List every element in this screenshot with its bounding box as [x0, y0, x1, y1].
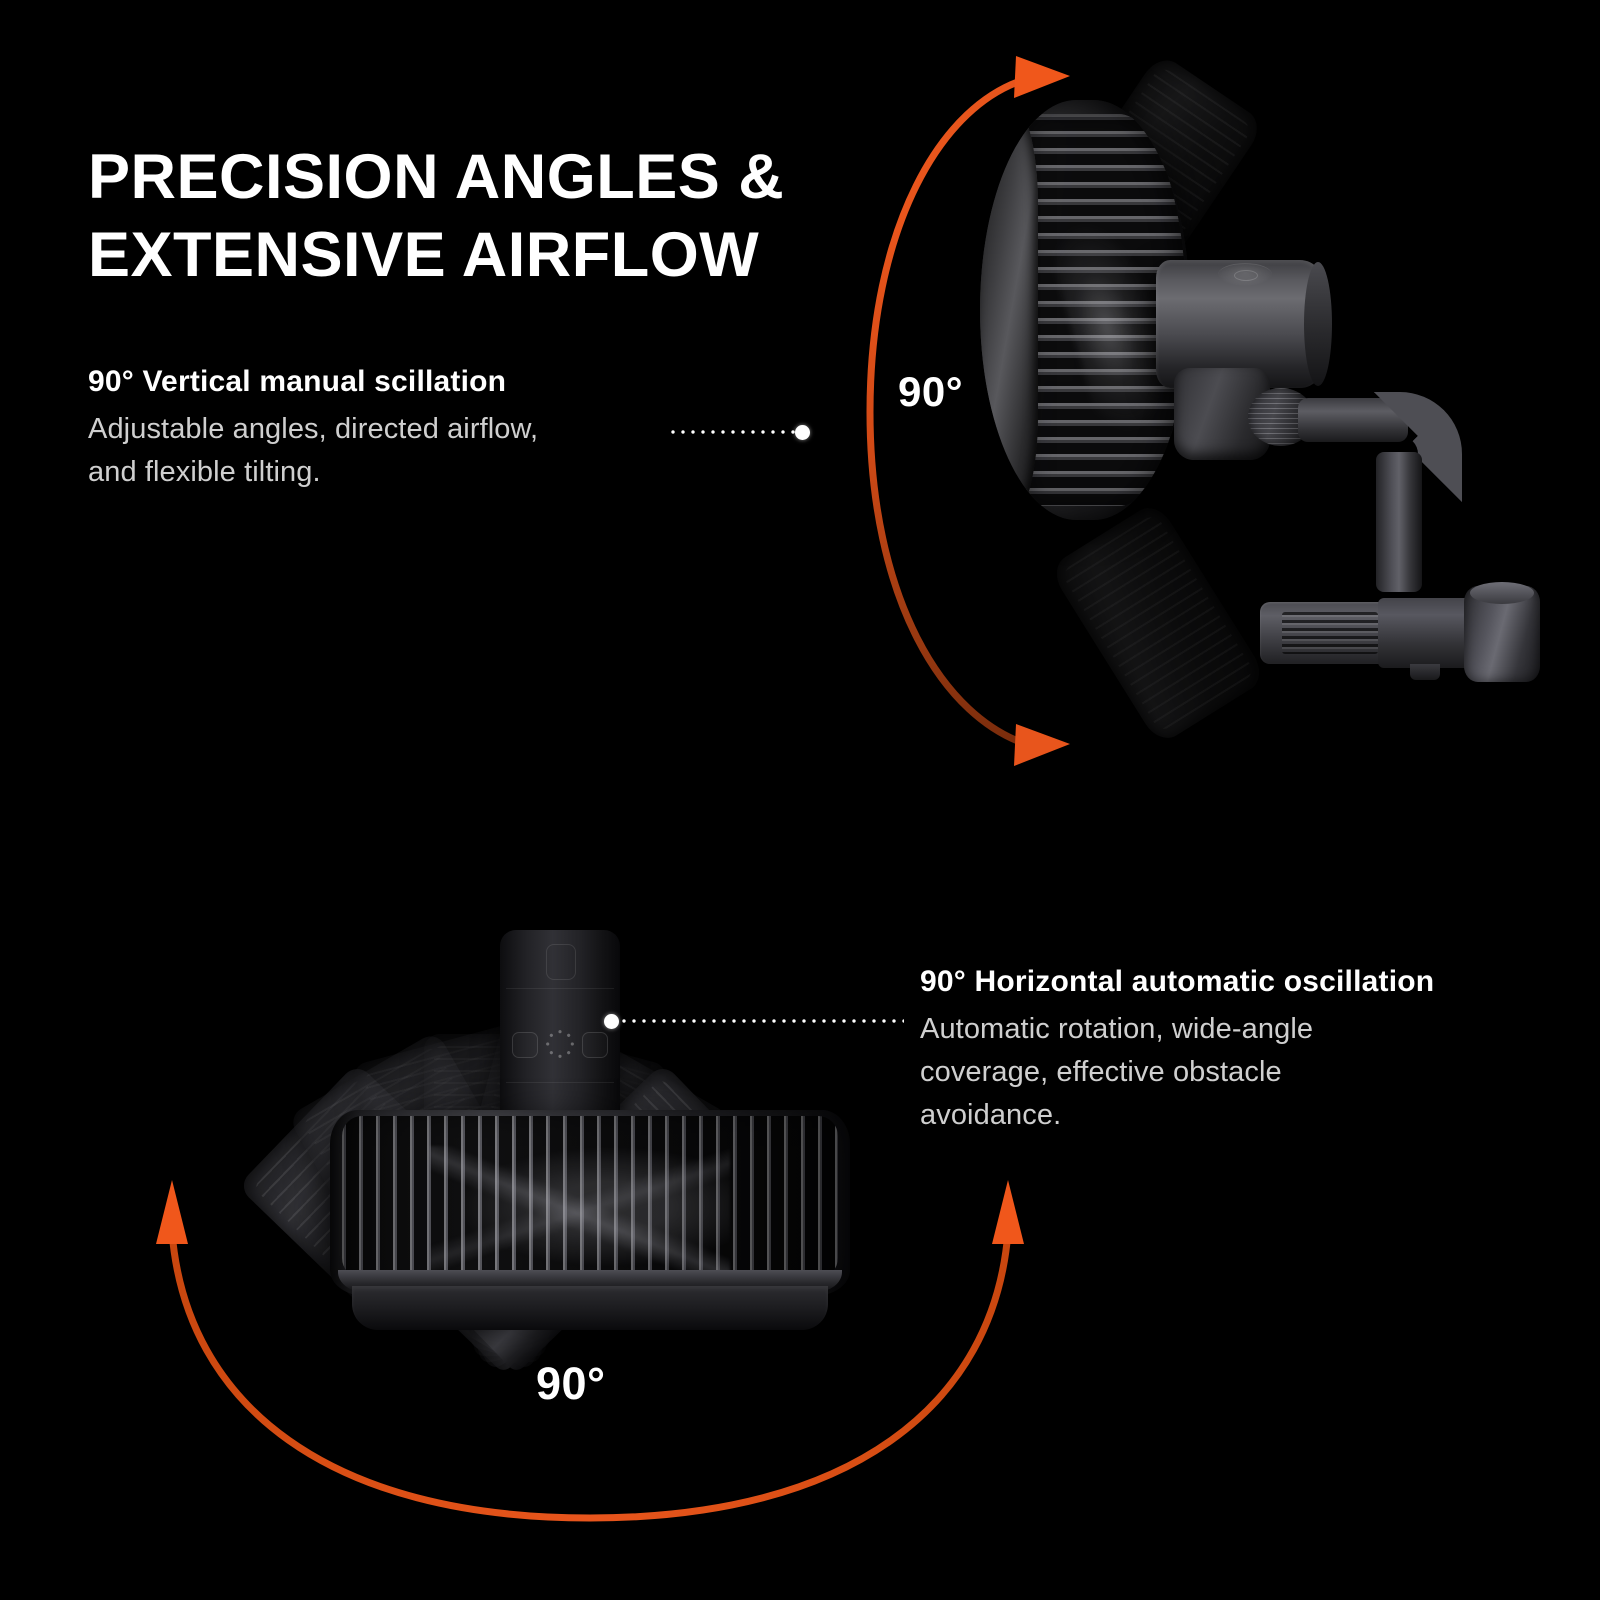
motor-end-cap: [1304, 262, 1332, 386]
product-image-side-view: [960, 52, 1560, 800]
column-top-slot: [546, 944, 576, 980]
connector-line-vertical: [668, 424, 810, 440]
feature-body-vertical: Adjustable angles, directed airflow, and…: [88, 413, 539, 488]
fan-blades: [430, 1146, 730, 1278]
led-indicator-ring-icon: [546, 1030, 574, 1058]
column-seam: [506, 988, 614, 989]
arrow-up-icon: [992, 1180, 1024, 1244]
fan-head: [980, 100, 1190, 520]
angle-label-horizontal: 90°: [536, 1358, 606, 1409]
clamp-base: [1260, 580, 1540, 690]
feature-body-horizontal: Automatic rotation, wide-angle coverage,…: [920, 1013, 1314, 1131]
feature-title-vertical: 90° Vertical manual scillation: [88, 365, 507, 398]
control-panel: [510, 1026, 610, 1072]
angle-label-vertical: 90°: [898, 368, 964, 415]
connector-endpoint-dot: [604, 1013, 619, 1029]
product-image-top-down-view: [40, 770, 980, 1374]
dotted-leader-line: [619, 1019, 904, 1023]
power-button-icon[interactable]: [1218, 263, 1272, 286]
dotted-leader-line: [668, 430, 795, 434]
motor-housing: [1156, 260, 1332, 388]
support-arm: [1298, 392, 1462, 592]
arm-vertical-segment: [1376, 452, 1422, 592]
feature-block-horizontal: 90° Horizontal automatic oscillation Aut…: [920, 962, 1580, 1137]
clamp-hinge-barrel: [1464, 582, 1540, 682]
speed-button[interactable]: [582, 1032, 608, 1058]
fan-cage: [330, 1110, 850, 1296]
arrow-up-icon: [1014, 56, 1070, 98]
page-title: PRECISION ANGLES & EXTENSIVE AIRFLOW: [88, 142, 785, 291]
mode-button[interactable]: [512, 1032, 538, 1058]
connector-line-horizontal: [604, 1013, 904, 1029]
connector-endpoint-dot: [795, 424, 810, 440]
horizontal-oscillation-arc-icon: [156, 1180, 1024, 1522]
vertical-oscillation-arc-icon: [866, 56, 1070, 766]
arrow-up-icon: [156, 1180, 188, 1244]
arrow-down-icon: [1014, 724, 1070, 766]
column-seam: [506, 1082, 614, 1083]
feature-block-vertical: 90° Vertical manual scillation Adjustabl…: [88, 362, 668, 494]
fan-bezel: [980, 100, 1038, 520]
feature-title-horizontal: 90° Horizontal automatic oscillation: [920, 965, 1435, 998]
fan-head-front: [330, 1110, 850, 1340]
clamp-screw: [1410, 664, 1440, 680]
clamp-grip-pad: [1260, 602, 1392, 664]
fan-foot: [352, 1286, 828, 1330]
fan-cage-bars: [342, 1116, 838, 1278]
